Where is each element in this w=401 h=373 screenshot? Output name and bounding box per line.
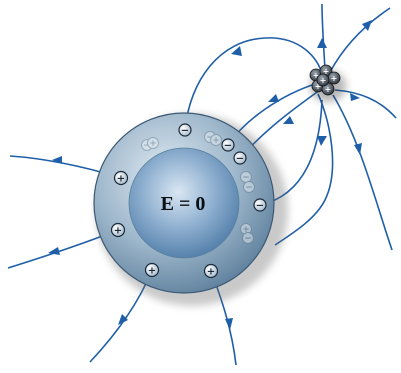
svg-text:+: + <box>315 82 322 91</box>
faded-charge-1: − <box>141 139 153 151</box>
svg-text:−: − <box>224 141 232 152</box>
cluster-charge-6: + <box>316 73 330 87</box>
svg-text:+: + <box>149 139 157 149</box>
surface-charges: + + + + − − − − <box>110 123 267 279</box>
svg-text:+: + <box>114 226 122 237</box>
positive-charge-3: + <box>144 262 160 278</box>
cluster-charge-3: + <box>327 71 341 85</box>
svg-text:+: + <box>242 225 250 235</box>
svg-text:−: − <box>236 154 244 165</box>
faded-charge-2: + <box>147 137 159 149</box>
svg-text:+: + <box>331 74 338 83</box>
faded-charge-8: − <box>242 232 254 244</box>
field-zero-label: E = 0 <box>161 193 206 215</box>
external-charge-cluster: + + + + + + <box>309 64 341 96</box>
field-line-up <box>321 3 326 71</box>
svg-text:+: + <box>148 266 156 277</box>
svg-text:+: + <box>212 136 220 146</box>
faded-charge-3: − <box>204 131 216 143</box>
svg-text:+: + <box>320 76 327 85</box>
svg-text:−: − <box>181 126 189 137</box>
faded-charge-6: − <box>243 181 255 193</box>
arrow-upper-right <box>362 20 372 31</box>
svg-text:−: − <box>206 133 214 143</box>
field-arrows <box>48 20 372 330</box>
arrow-right-arc <box>317 136 327 146</box>
arrow-inner-2 <box>283 116 294 124</box>
svg-text:+: + <box>323 67 330 76</box>
arrow-right <box>350 93 360 101</box>
positive-charge-1: + <box>113 170 129 186</box>
field-line-far-right-arc <box>274 93 334 246</box>
svg-text:−: − <box>242 173 250 183</box>
svg-text:+: + <box>313 71 320 80</box>
arrow-left-1 <box>52 156 62 164</box>
arrow-far-right <box>354 143 362 155</box>
svg-text:+: + <box>325 85 332 94</box>
svg-text:−: − <box>143 141 151 151</box>
faded-charge-5: − <box>240 171 252 183</box>
field-line-right <box>334 89 397 119</box>
arrow-left-2 <box>48 247 60 255</box>
positive-charge-4: + <box>203 263 219 279</box>
svg-text:−: − <box>245 183 253 193</box>
field-line-upper-right <box>329 7 391 73</box>
negative-charge-4: − <box>253 198 267 212</box>
arrow-top-arc <box>231 46 242 56</box>
positive-charge-2: + <box>110 222 126 238</box>
negative-charge-2: − <box>221 138 235 152</box>
arrow-up <box>317 38 327 48</box>
field-line-far-right <box>332 94 393 251</box>
arrow-inner-1 <box>268 94 279 102</box>
negative-charge-3: − <box>233 151 247 165</box>
svg-text:+: + <box>117 174 125 185</box>
faded-charge-7: + <box>240 223 252 235</box>
negative-charge-1: − <box>178 123 192 137</box>
arrow-bottom-1 <box>118 314 128 325</box>
svg-text:+: + <box>207 267 215 278</box>
faded-charges: − + − + − − + − <box>141 131 255 244</box>
svg-text:−: − <box>244 234 252 244</box>
faded-charge-4: + <box>210 134 222 146</box>
field-line-top-arc <box>184 37 323 131</box>
svg-text:−: − <box>256 201 264 212</box>
conductor-inner <box>128 147 240 259</box>
arrow-bottom-2 <box>225 318 233 330</box>
